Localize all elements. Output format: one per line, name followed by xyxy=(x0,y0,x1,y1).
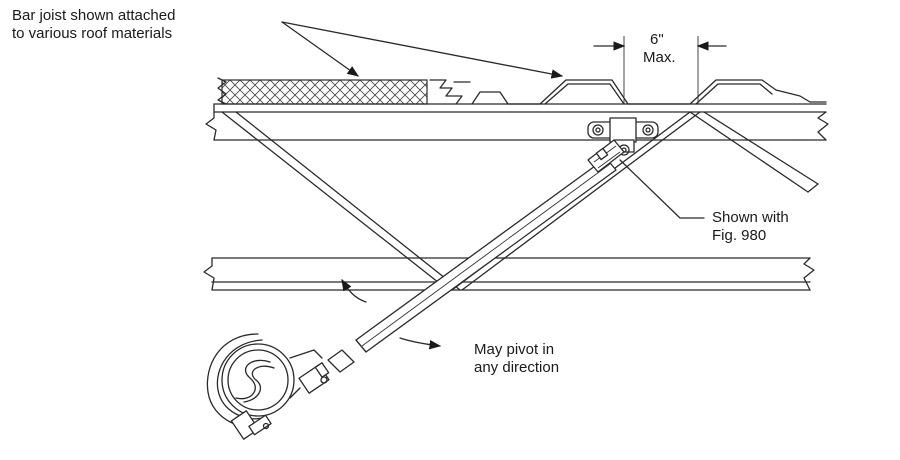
roof-materials xyxy=(217,77,827,105)
callout-label-line1: Bar joist shown attached xyxy=(12,7,175,24)
dimension-6in-max xyxy=(593,36,727,104)
metal-deck xyxy=(471,79,777,105)
web-members xyxy=(221,111,819,291)
insulation-block xyxy=(221,79,428,105)
callout-leaders xyxy=(281,21,705,219)
pivot-arrows xyxy=(341,278,442,350)
top-chord xyxy=(205,103,829,141)
fig-label-line2: Fig. 980 xyxy=(712,227,766,244)
text-labels: Bar joist shown attached to various roof… xyxy=(12,7,789,376)
pivot-label-line2: any direction xyxy=(474,359,559,376)
dimension-unit-label: Max. xyxy=(643,49,676,66)
fig-label-line1: Shown with xyxy=(712,209,789,226)
pipe-clamp xyxy=(206,333,355,440)
brace-pipe xyxy=(355,157,617,353)
dimension-value-label: 6" xyxy=(650,31,664,48)
callout-label-line2: to various roof materials xyxy=(12,25,172,42)
top-attachment-fitting xyxy=(587,117,659,173)
pivot-label-line1: May pivot in xyxy=(474,341,554,358)
sprinkler-pipe xyxy=(221,343,295,417)
bottom-chord xyxy=(203,257,815,291)
